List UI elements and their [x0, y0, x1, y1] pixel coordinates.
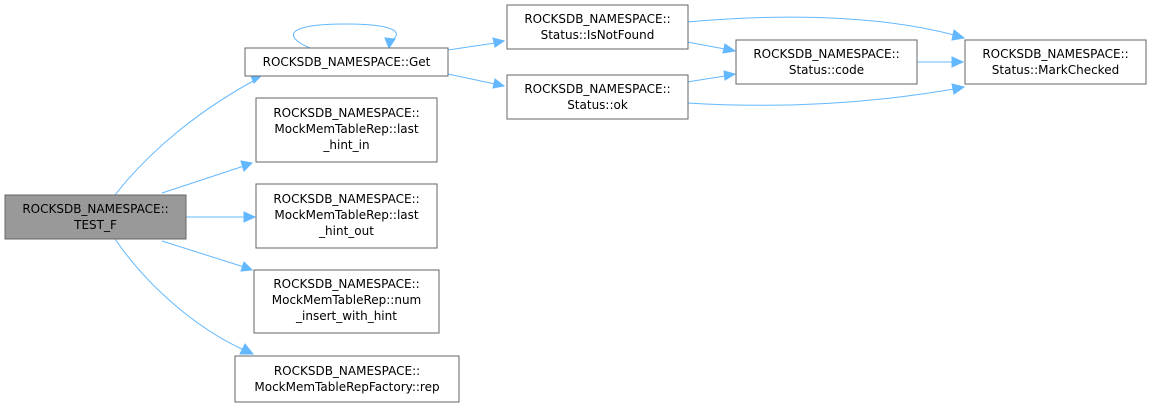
node-num-insert-with-hint-line-1: ROCKSDB_NAMESPACE:: — [273, 277, 419, 291]
node-get[interactable]: ROCKSDB_NAMESPACE::Get — [244, 47, 449, 77]
node-factory-rep-line-2: MockMemTableRepFactory::rep — [254, 380, 439, 394]
node-num-insert-with-hint-line-3: _insert_with_hint — [295, 309, 397, 323]
node-num-insert-with-hint-line-2: MockMemTableRep::num — [272, 293, 421, 307]
node-last-hint-in-line-1: ROCKSDB_NAMESPACE:: — [273, 106, 419, 120]
node-ok-line-1: ROCKSDB_NAMESPACE:: — [524, 82, 670, 96]
edge-test-f-to-get — [114, 74, 264, 196]
node-last-hint-in[interactable]: ROCKSDB_NAMESPACE:: MockMemTableRep::las… — [255, 97, 438, 163]
edge-test-f-to-num-insert-with-hint — [161, 240, 254, 272]
edge-ok-to-code — [686, 70, 737, 83]
edge-is-not-found-to-code — [686, 41, 737, 54]
node-mark-checked-line-1: ROCKSDB_NAMESPACE:: — [982, 47, 1128, 61]
node-last-hint-out-line-1: ROCKSDB_NAMESPACE:: — [273, 192, 419, 206]
node-test-f-line-2: TEST_F — [73, 218, 117, 232]
node-factory-rep-line-1: ROCKSDB_NAMESPACE:: — [274, 364, 420, 378]
edge-test-f-to-last-hint-in — [161, 160, 254, 194]
node-last-hint-out-line-2: MockMemTableRep::last — [274, 208, 419, 222]
node-last-hint-out-line-3: _hint_out — [318, 224, 374, 238]
node-is-not-found-line-2: Status::IsNotFound — [541, 28, 655, 42]
edge-get-to-is-not-found — [447, 37, 506, 51]
edge-test-f-to-factory-rep — [114, 238, 255, 355]
node-last-hint-out[interactable]: ROCKSDB_NAMESPACE:: MockMemTableRep::las… — [255, 183, 438, 249]
node-code-line-1: ROCKSDB_NAMESPACE:: — [753, 47, 899, 61]
node-ok-line-2: Status::ok — [567, 98, 628, 112]
node-ok[interactable]: ROCKSDB_NAMESPACE:: Status::ok — [506, 74, 689, 120]
node-last-hint-in-line-2: MockMemTableRep::last — [274, 122, 419, 136]
node-test-f[interactable]: ROCKSDB_NAMESPACE:: TEST_F — [4, 194, 187, 240]
node-factory-rep[interactable]: ROCKSDB_NAMESPACE:: MockMemTableRepFacto… — [234, 355, 460, 403]
edge-is-not-found-to-mark-checked — [686, 16, 966, 41]
node-mark-checked-line-2: Status::MarkChecked — [992, 63, 1119, 77]
node-is-not-found-line-1: ROCKSDB_NAMESPACE:: — [524, 12, 670, 26]
node-last-hint-in-line-3: _hint_in — [322, 138, 369, 152]
edge-get-self-loop — [292, 23, 397, 50]
node-get-line-1: ROCKSDB_NAMESPACE::Get — [263, 55, 431, 69]
edge-get-to-ok — [447, 73, 506, 89]
edge-code-to-mark-checked — [917, 56, 965, 68]
node-mark-checked[interactable]: ROCKSDB_NAMESPACE:: Status::MarkChecked — [964, 39, 1147, 85]
node-code[interactable]: ROCKSDB_NAMESPACE:: Status::code — [735, 39, 918, 85]
node-test-f-line-1: ROCKSDB_NAMESPACE:: — [22, 202, 168, 216]
edge-test-f-to-last-hint-out — [186, 211, 257, 223]
node-is-not-found[interactable]: ROCKSDB_NAMESPACE:: Status::IsNotFound — [506, 4, 689, 50]
node-num-insert-with-hint[interactable]: ROCKSDB_NAMESPACE:: MockMemTableRep::num… — [253, 269, 440, 334]
node-code-line-2: Status::code — [789, 63, 864, 77]
edge-ok-to-mark-checked — [686, 83, 966, 106]
